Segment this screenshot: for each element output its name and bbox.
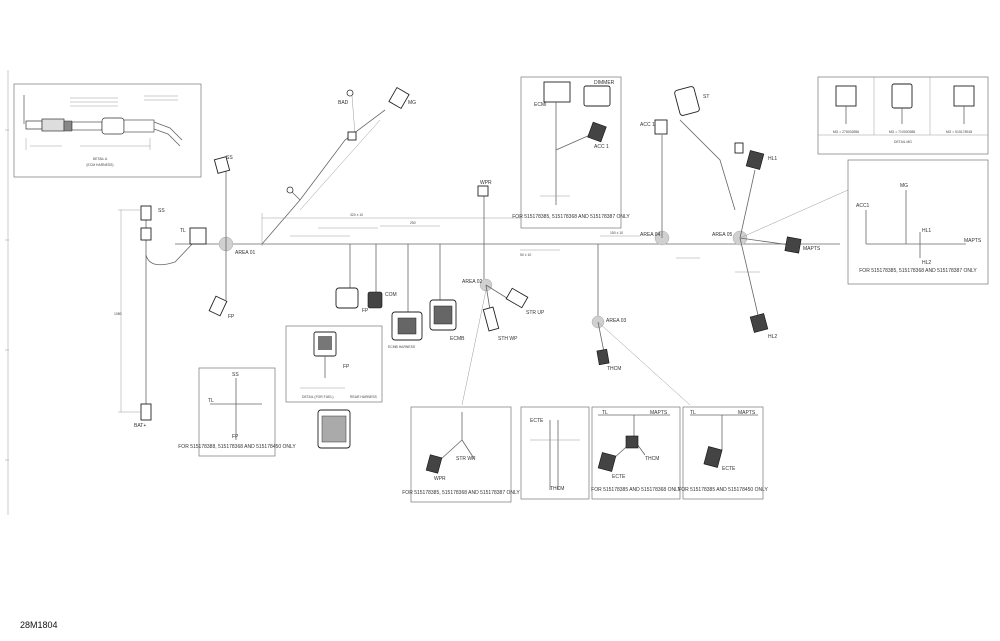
hl-detail-panel: ACC1 MG HL1 HL2 MAPTS FOR 515178385, 515… xyxy=(847,159,989,285)
area-04-branch: AREA 04 ACC 1 ST xyxy=(640,86,744,246)
area-04-label: AREA 04 xyxy=(640,232,661,238)
dim-label-3: 250 xyxy=(410,221,416,225)
dimmer-label: DIMMER xyxy=(594,80,615,86)
bat-branch: 1080 SS TL BAT+ xyxy=(114,205,207,429)
area-01-label: AREA 01 xyxy=(235,250,256,256)
detail-a-panel: DETAIL A (ECM HARNESS) xyxy=(13,83,202,178)
ecte-thcm-label: ECTE xyxy=(612,474,626,480)
ss-upper-label: SS xyxy=(226,155,233,161)
area-03-branch: AREA 03 THCM xyxy=(591,244,691,406)
mapts-thcm-label: MAPTS xyxy=(650,410,668,416)
wpr-label: WPR xyxy=(434,476,446,482)
drawing-number: 28M1804 xyxy=(20,620,58,630)
dim-label-2: 50 ± 10 xyxy=(520,253,531,257)
ss-box-label: SS xyxy=(232,372,239,378)
ecmb-note: ECMB HARNESS xyxy=(388,345,416,349)
ecte-label: ECTE xyxy=(530,418,544,424)
bat-dim-label: 1080 xyxy=(114,312,122,316)
detail-a-title: DETAIL A xyxy=(93,157,108,161)
bad-label: BAD xyxy=(338,100,349,106)
area-05-label: AREA 05 xyxy=(712,232,733,238)
upper-left-branch: SS FP MG BAD xyxy=(208,86,416,320)
mapts-label: MAPTS xyxy=(803,246,821,252)
thcm-label: THCM xyxy=(607,366,621,372)
fp-detail-panel: FP DETAIL (FOR FUEL) REAR HARNESS xyxy=(285,325,383,449)
hl2-box-label: HL2 xyxy=(922,260,931,266)
ecte2-note: FOR 515178385 AND 515178450 ONLY xyxy=(678,487,768,493)
tl-label: TL xyxy=(180,228,186,234)
str-up-label: STR UP xyxy=(526,310,545,316)
mg2-label: MG = 710000388 xyxy=(889,130,915,134)
fp-detail-title: DETAIL (FOR FUEL) xyxy=(302,395,333,399)
area-05-branch: AREA 05 HL1 MAPTS HL2 xyxy=(712,150,849,340)
ecte2-detail-panel: TL MAPTS ECTE FOR 515178385 AND 51517845… xyxy=(678,406,769,500)
detail-a-subtitle: (ECM HARNESS) xyxy=(86,163,113,167)
area-02-label: AREA 02 xyxy=(462,279,483,285)
mg1-label: MG = 278002856 xyxy=(833,130,859,134)
ecmi-label: ECMI xyxy=(534,102,547,108)
mapts-box-label: MAPTS xyxy=(964,238,982,244)
ss-label: SS xyxy=(158,208,165,214)
st-label: ST xyxy=(703,94,709,100)
str-wp-label: STR WP xyxy=(456,456,476,462)
thcm-ecte-label: THCM xyxy=(550,486,564,492)
tl-box-label: TL xyxy=(208,398,214,404)
ecte-detail-panel: ECTE THCM xyxy=(520,406,590,500)
dim-label-4: 150 ± 10 xyxy=(610,231,623,235)
fp-com-ecmb-cluster: FP COM ECMB ECMB HARNESS xyxy=(335,244,465,349)
com-label: COM xyxy=(385,292,397,298)
thcm-detail-panel: TL MAPTS ECTE THCM FOR 515178385 AND 515… xyxy=(591,406,682,500)
ecmb-label: ECMB xyxy=(450,336,465,342)
tl-thcm-label: TL xyxy=(602,410,608,416)
fp-detail-note: REAR HARNESS xyxy=(350,395,377,399)
acc1-dimmer-label: ACC 1 xyxy=(594,144,609,150)
wpr-note: FOR 515178385, 515178368 AND 515178387 O… xyxy=(402,490,520,496)
ecte2-label: ECTE xyxy=(722,466,736,472)
hl1-label: HL1 xyxy=(768,156,777,162)
dim-label-1: 320 ± 10 xyxy=(350,213,363,217)
mapts-ecte2-label: MAPTS xyxy=(738,410,756,416)
mg-hl-label: MG xyxy=(900,183,908,189)
fp-label: FP xyxy=(362,308,369,314)
dimmer-panel: DIMMER ECMI ACC 1 FOR 515178385, 5151783… xyxy=(512,76,630,229)
wpr-detail-panel: WPR STR WP FOR 515178385, 515178368 AND … xyxy=(402,406,520,503)
acc1-label: ACC 1 xyxy=(640,122,655,128)
hl2-label: HL2 xyxy=(768,334,777,340)
bat-label: BAT+ xyxy=(134,423,146,429)
ss-detail-panel: SS TL FP FOR 515178388, 515178368 AND 51… xyxy=(178,367,296,457)
acc1-hl-label: ACC1 xyxy=(856,203,870,209)
area-02-branch: WPR AREA 02 STR UP STH WP xyxy=(461,180,545,406)
thcm-note: FOR 515178385 AND 515178368 ONLY xyxy=(591,487,681,493)
sth-wp-label: STH WP xyxy=(498,336,518,342)
dimmer-note: FOR 515178385, 515178368 AND 515178387 O… xyxy=(512,214,630,220)
ss-note: FOR 515178388, 515178368 AND 515178450 O… xyxy=(178,444,296,450)
fp-lower-label: FP xyxy=(228,314,235,320)
margin-ticks xyxy=(5,129,9,461)
mg-detail-title: DETAIL MG xyxy=(894,140,912,144)
fp-box-label: FP xyxy=(232,434,239,440)
tl-ecte2-label: TL xyxy=(690,410,696,416)
wpr-upper-label: WPR xyxy=(480,180,492,186)
mg-detail-panel: MG = 278002856 MG = 710000388 MG = 51517… xyxy=(817,76,989,155)
mg3-label: MG = 515178918 xyxy=(946,130,972,134)
area-03-label: AREA 03 xyxy=(606,318,627,324)
thcm-box-label: THCM xyxy=(645,456,659,462)
fp-detail-label: FP xyxy=(343,364,350,370)
hl-note: FOR 515178385, 515178368 AND 515178387 O… xyxy=(859,268,977,274)
hl1-box-label: HL1 xyxy=(922,228,931,234)
mg-label: MG xyxy=(408,100,416,106)
